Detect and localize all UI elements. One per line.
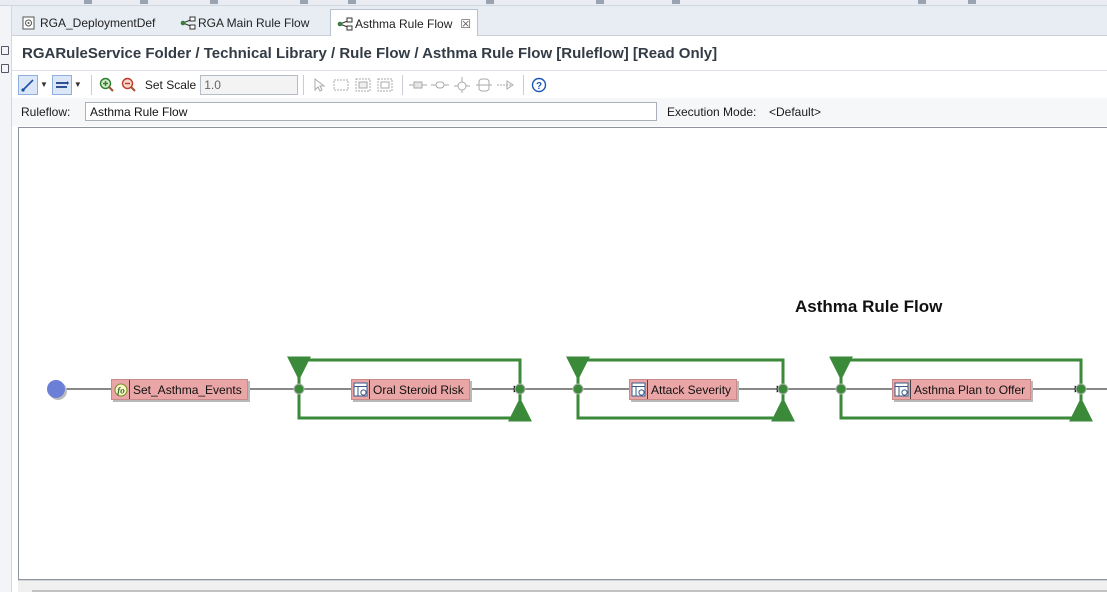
page-title: RGARuleService Folder / Technical Librar… [22,45,718,62]
tab-asthma-rule-flow[interactable]: Asthma Rule Flow ☒ [330,9,479,37]
tab-label: RGA_DeploymentDef [40,15,156,30]
ruleflow-name-field[interactable] [85,102,657,121]
transition-tool-icon[interactable] [18,74,38,95]
node-label: Attack Severity [651,382,732,397]
node-label: Asthma Plan to Offer [914,382,1026,397]
ruleflow-icon [180,16,196,30]
help-icon[interactable]: ? [529,75,549,95]
marquee-nodes-icon[interactable] [353,75,373,95]
task-node-set-asthma-events[interactable]: fo Set_Asthma_Events [111,379,248,400]
chevron-down-icon[interactable]: ▼ [40,80,48,89]
workbench-toolbar-strip [0,0,1107,6]
set-scale-label: Set Scale [144,77,197,92]
marquee-icon[interactable] [331,75,351,95]
editor-tab-bar: RGA_DeploymentDef RGA Main Rule Flow Ast… [12,6,1107,37]
decision-table-icon [352,380,370,399]
ruleflow-icon [337,17,353,31]
tab-label: Asthma Rule Flow [355,16,453,31]
function-task-icon: fo [112,380,130,399]
deployment-icon [22,16,36,30]
tab-rga-deploymentdef[interactable]: RGA_DeploymentDef [16,9,161,36]
fork-node-icon[interactable] [452,75,472,95]
diagram-title: Asthma Rule Flow [795,297,943,316]
task-node-oral-steroid-risk[interactable]: Oral Steroid Risk [351,379,470,400]
select-icon[interactable] [309,75,329,95]
layout-tool-icon[interactable] [51,74,72,95]
loop-1[interactable] [287,356,532,422]
scale-input[interactable] [200,74,299,95]
editor-header: RGARuleService Folder / Technical Librar… [12,36,1107,70]
decision-table-icon [893,380,911,399]
ruleflow-properties-row: Ruleflow: Execution Mode: <Default> [12,98,1107,126]
scrollbar-thumb[interactable] [32,590,1107,592]
zoom-out-icon[interactable] [119,75,139,95]
subflow-node-icon[interactable] [430,75,450,95]
marquee-connections-icon[interactable] [375,75,395,95]
execution-mode-value[interactable]: <Default> [769,105,822,119]
close-tab-icon[interactable]: ☒ [460,16,472,31]
tab-rga-main-rule-flow[interactable]: RGA Main Rule Flow [174,9,315,36]
loop-3[interactable] [829,356,1093,422]
diagram-canvas[interactable]: Asthma Rule Flow fo Set_Asthma_Events Or… [18,127,1107,580]
execution-mode-label: Execution Mode: [667,105,757,119]
diagram-connections [47,356,1107,422]
loop-2[interactable] [566,356,795,422]
chevron-down-icon[interactable]: ▼ [73,80,82,89]
svg-text:fo: fo [117,385,125,395]
svg-text:?: ? [536,81,542,92]
decision-table-icon [630,380,648,399]
ruleflow-label: Ruleflow: [21,105,71,119]
task-node-icon[interactable] [408,75,428,95]
task-node-asthma-plan-to-offer[interactable]: Asthma Plan to Offer [892,379,1032,400]
diagram-toolbar: ▼ ▼ Set Scale [12,70,1107,98]
end-node-icon[interactable] [496,75,516,95]
node-label: Set_Asthma_Events [133,382,242,397]
left-gutter [0,6,12,592]
start-node[interactable] [47,380,65,398]
node-label: Oral Steroid Risk [373,382,464,397]
horizontal-scrollbar[interactable] [18,580,1107,592]
loop-node-icon[interactable] [474,75,494,95]
tab-label: RGA Main Rule Flow [198,15,310,30]
task-node-attack-severity[interactable]: Attack Severity [629,379,738,400]
zoom-in-icon[interactable] [97,75,117,95]
